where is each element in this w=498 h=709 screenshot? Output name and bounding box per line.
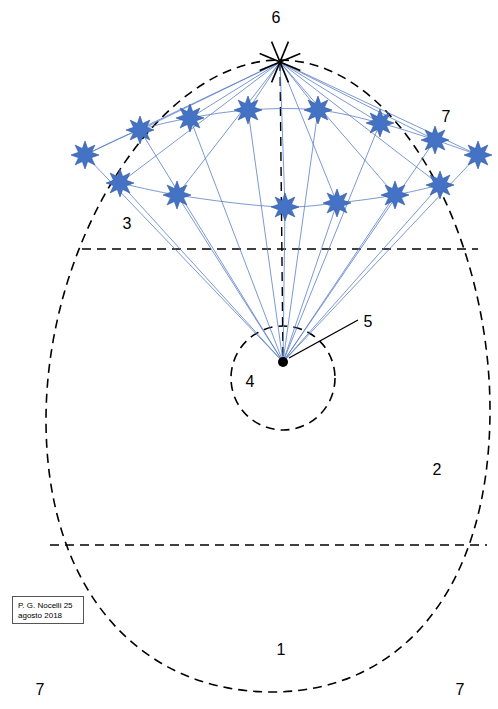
apex-star [260,42,301,83]
ray-line [283,123,380,362]
callout-number: 4 [244,373,257,391]
blue-star [323,189,351,217]
callout-number: 7 [34,681,47,699]
center-dot [278,357,288,367]
ray-line [283,185,440,362]
blue-star [381,181,409,209]
blue-star [126,116,154,144]
signature-text: P. G. Nocelli 25 agosto 2018 [18,601,78,621]
blue-star [421,126,449,154]
ray-line [280,62,380,123]
callout-number: 7 [440,108,453,126]
divider-line [50,544,487,546]
callout-number: 7 [454,681,467,699]
star-group [71,96,492,221]
ray-line [283,195,395,362]
ray-line [280,62,395,195]
callout-number: 3 [121,215,134,233]
ray-line [280,62,435,140]
blue-star [234,96,262,124]
signature-box: P. G. Nocelli 25 agosto 2018 [12,596,84,624]
ray-line [283,155,478,362]
blue-star [464,141,492,169]
ray-line [283,140,435,362]
ray-line [280,62,440,185]
ray-line [120,183,283,362]
ray-line [140,130,283,362]
ray-line [283,203,337,362]
asterisk-stroke [260,54,301,71]
ray-line [280,62,337,203]
blue-star [271,193,299,221]
callout-number: 2 [431,461,444,479]
blue-star [366,109,394,137]
callout-number: 6 [270,9,283,27]
blue-star [176,104,204,132]
row-line [85,109,478,155]
ray-line [248,110,283,362]
ray-line [140,62,280,130]
egg-outline [46,60,490,692]
blue-star [426,171,454,199]
ray-line [177,195,283,362]
callout-number: 1 [275,641,288,659]
leader-line [289,320,358,358]
blue-star [106,169,134,197]
ray-line [190,118,283,362]
ray-line [280,62,478,155]
ray-line [280,62,285,207]
ray-line [283,110,318,362]
blue-star [304,96,332,124]
divider-line [82,248,478,250]
blue-star [71,141,99,169]
blue-star [163,181,191,209]
ray-line [177,62,280,195]
ray-lines [85,62,478,362]
callout-number: 5 [362,313,375,331]
ray-line [283,207,285,362]
asterisk-stroke [260,54,301,71]
